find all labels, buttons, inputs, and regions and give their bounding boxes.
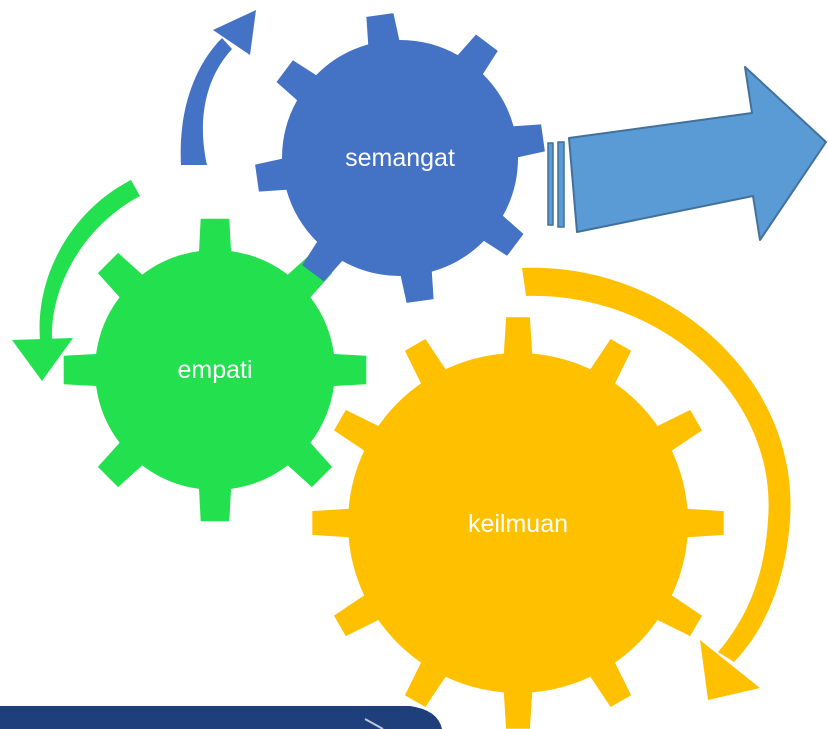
yellow-cycle-arrow-head — [700, 640, 760, 700]
block-arrow-stripe — [557, 141, 565, 228]
gear-keilmuan-shape — [312, 317, 724, 729]
gear-keilmuan: keilmuan — [312, 317, 724, 729]
gear-empati-shape — [63, 218, 367, 522]
gear-empati-label: empati — [177, 356, 252, 384]
green-cycle-arrow — [12, 180, 140, 381]
green-cycle-arrow-body — [39, 180, 140, 340]
gear-semangat: semangat — [255, 13, 545, 303]
green-cycle-arrow-head — [12, 338, 73, 381]
blue-cycle-arrow-head — [213, 10, 256, 55]
gear-keilmuan-label: keilmuan — [468, 510, 568, 538]
gear-semangat-label: semangat — [345, 144, 455, 172]
gear-semangat-shape — [255, 13, 545, 303]
blue-cycle-arrow — [180, 10, 256, 165]
blue-cycle-arrow-body — [180, 38, 232, 165]
block-arrow-right — [547, 66, 827, 241]
yellow-cycle-arrow-body — [522, 267, 791, 662]
block-arrow-stripe — [547, 142, 554, 226]
block-arrow-body — [568, 66, 827, 241]
yellow-cycle-arrow — [522, 267, 791, 700]
footer-bar — [0, 706, 442, 729]
gear-empati: empati — [63, 218, 367, 522]
